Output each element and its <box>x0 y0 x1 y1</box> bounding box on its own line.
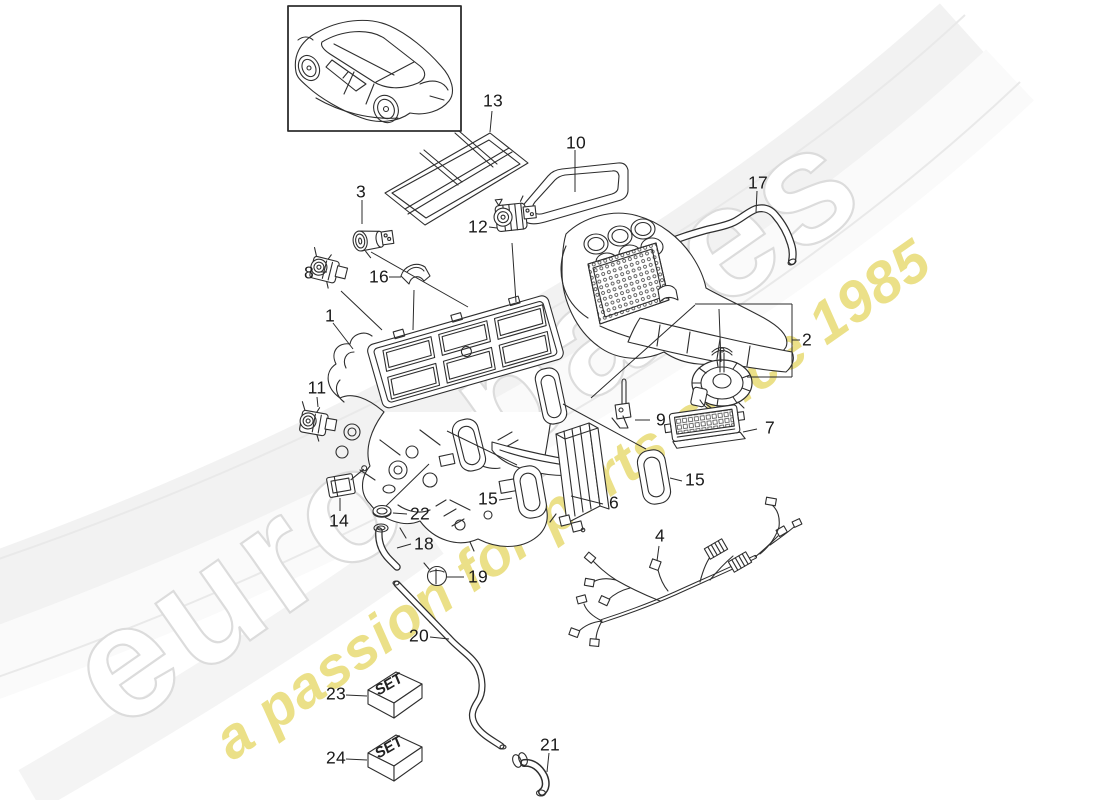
callout-1[interactable]: 1 <box>324 305 336 326</box>
kit-box-23: SET <box>367 669 423 719</box>
part-9-sensor <box>611 378 632 429</box>
callout-8[interactable]: 8 <box>303 262 315 283</box>
part-18-drain-elbow <box>373 523 401 571</box>
part-13-filter-frame <box>384 130 529 226</box>
callout-15-left[interactable]: 15 <box>477 488 499 509</box>
callout-22[interactable]: 22 <box>409 503 431 524</box>
part-2-blower-housing <box>560 212 794 414</box>
callout-15-right[interactable]: 15 <box>684 469 706 490</box>
callout-3[interactable]: 3 <box>355 181 367 202</box>
callout-19[interactable]: 19 <box>467 566 489 587</box>
part-16-bracket <box>400 263 431 285</box>
part-22-grommet <box>372 504 392 518</box>
callout-10[interactable]: 10 <box>565 132 587 153</box>
part-15-seal-left <box>513 465 547 519</box>
callout-14[interactable]: 14 <box>328 510 350 531</box>
callout-24[interactable]: 24 <box>325 747 347 768</box>
part-21-hose-elbow <box>512 752 550 797</box>
part-20-drain-tube <box>392 580 507 750</box>
part-12-actuator <box>493 195 537 232</box>
callout-21[interactable]: 21 <box>539 734 561 755</box>
part-1-heater-housing <box>327 295 589 552</box>
callout-9[interactable]: 9 <box>655 409 667 430</box>
callout-17[interactable]: 17 <box>747 172 769 193</box>
part-15-seal-right <box>636 449 672 505</box>
callout-2[interactable]: 2 <box>801 329 813 350</box>
part-8-actuator <box>309 247 349 289</box>
callout-13[interactable]: 13 <box>482 90 504 111</box>
callout-11[interactable]: 11 <box>307 377 327 398</box>
kit-box-24: SET <box>367 732 423 782</box>
callout-6[interactable]: 6 <box>608 492 620 513</box>
callout-4[interactable]: 4 <box>654 525 666 546</box>
vehicle-thumbnail <box>287 5 462 132</box>
callout-12[interactable]: 12 <box>467 216 489 237</box>
part-14-sensor <box>326 465 368 498</box>
callout-20[interactable]: 20 <box>408 625 430 646</box>
part-7-control-module <box>663 404 746 449</box>
leader-lines <box>316 110 800 773</box>
callout-23[interactable]: 23 <box>325 683 347 704</box>
callout-7[interactable]: 7 <box>764 417 776 438</box>
part-10-seal <box>519 162 629 225</box>
part-3-actuator <box>352 229 395 259</box>
part-11-actuator <box>299 401 338 442</box>
callout-16[interactable]: 16 <box>368 266 390 287</box>
part-19-clip <box>423 562 448 587</box>
callout-18[interactable]: 18 <box>413 533 435 554</box>
part-4-wiring-harness <box>568 496 803 647</box>
